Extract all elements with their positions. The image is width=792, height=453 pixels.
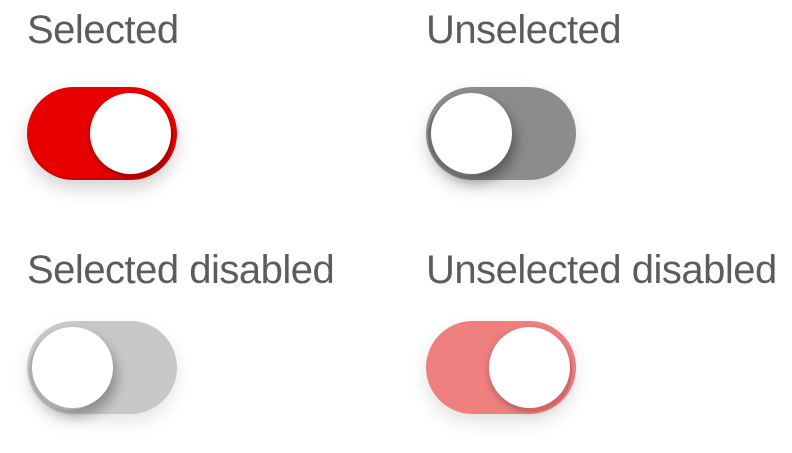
toggle-knob[interactable] [431,93,512,174]
toggle-group-unselected: Unselected [426,0,622,180]
toggle-label-unselected: Unselected [426,8,622,52]
toggle-knob [489,327,570,408]
toggle-knob [32,327,113,408]
toggle-group-unselected-disabled: Unselected disabled [426,240,777,414]
toggle-group-selected: Selected [27,0,179,180]
toggle-switch-selected[interactable] [27,87,177,180]
toggle-label-unselected-disabled: Unselected disabled [426,248,777,292]
toggle-switch-unselected[interactable] [426,87,576,180]
toggle-switch-unselected-disabled [426,321,576,414]
toggle-label-selected-disabled: Selected disabled [27,248,335,292]
toggle-label-selected: Selected [27,8,179,52]
toggle-switch-selected-disabled [27,321,177,414]
toggle-group-selected-disabled: Selected disabled [27,240,335,414]
toggle-knob[interactable] [90,93,171,174]
